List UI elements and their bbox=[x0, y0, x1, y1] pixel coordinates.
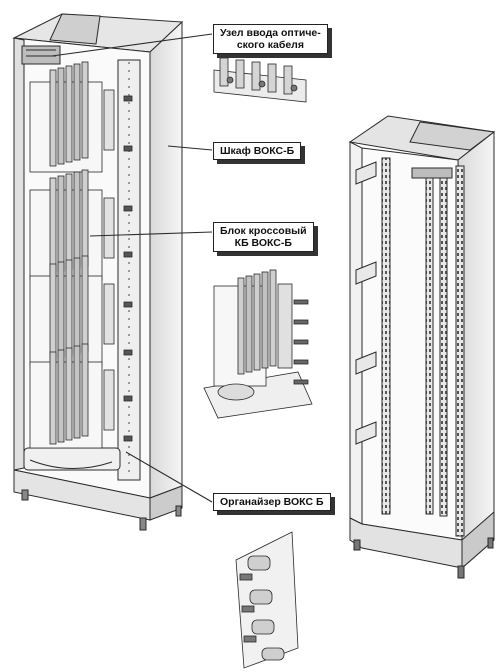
leader-fiber-entry bbox=[51, 33, 213, 57]
cross-blocks-left bbox=[29, 61, 133, 449]
cabinet-left-side bbox=[149, 20, 183, 499]
label-organizer-text: Органайзер ВОКС Б bbox=[220, 496, 324, 508]
organizer-clip bbox=[243, 619, 275, 643]
leader-lines bbox=[51, 33, 213, 503]
label-fiber-entry: Узел ввода оптиче- ского кабеля bbox=[213, 24, 328, 54]
cross-block-detail bbox=[203, 269, 313, 419]
fiber-entry-detail bbox=[213, 57, 307, 103]
label-cabinet-text: Шкаф ВОКС-Б bbox=[220, 145, 295, 157]
leader-organizer bbox=[125, 451, 213, 503]
cable-guides-right bbox=[355, 161, 377, 445]
label-organizer: Органайзер ВОКС Б bbox=[213, 493, 331, 511]
cable-entry-unit bbox=[21, 45, 61, 65]
organizer-detail bbox=[235, 531, 299, 669]
cross-block-1 bbox=[29, 61, 115, 173]
label-cabinet: Шкаф ВОКС-Б bbox=[213, 142, 302, 160]
label-fiber-entry-line2: ского кабеля bbox=[236, 39, 304, 51]
label-cross-block-line1: Блок кроссовый bbox=[220, 225, 307, 237]
label-cross-block-line2: КБ ВОКС-Б bbox=[234, 237, 292, 249]
label-cross-block: Блок кроссовый КБ ВОКС-Б bbox=[213, 222, 314, 252]
label-fiber-entry-line1: Узел ввода оптиче- bbox=[220, 27, 321, 39]
cabinet-right bbox=[348, 115, 496, 579]
leader-cross-block bbox=[89, 231, 213, 237]
cross-block-4 bbox=[29, 343, 115, 449]
organizer-clip bbox=[239, 555, 271, 581]
leader-cabinet bbox=[167, 145, 213, 151]
organizer-clip bbox=[241, 589, 273, 613]
